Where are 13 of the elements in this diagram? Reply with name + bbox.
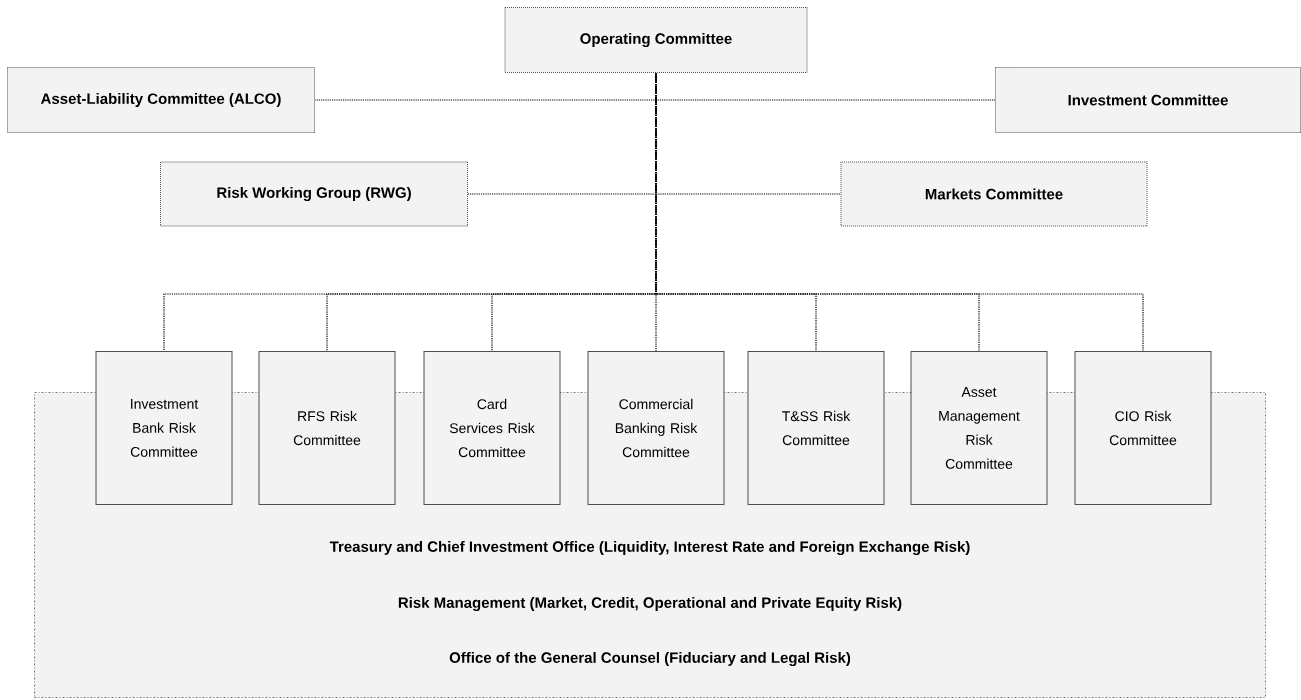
committee-box: Asset-Liability Committee (ALCO) bbox=[7, 67, 315, 133]
risk-committee-box: RFS Risk Committee bbox=[258, 351, 396, 505]
risk-committee-box: Investment Bank Risk Committee bbox=[95, 351, 233, 505]
committee-box: Investment Committee bbox=[995, 67, 1301, 133]
committee-box: Risk Working Group (RWG) bbox=[160, 161, 468, 227]
risk-committee-box: T&SS Risk Committee bbox=[747, 351, 885, 505]
committee-box: Operating Committee bbox=[504, 7, 808, 73]
committee-box: Markets Committee bbox=[840, 161, 1148, 227]
connector-line bbox=[655, 72, 1144, 352]
risk-committee-box: CIO Risk Committee bbox=[1074, 351, 1212, 505]
risk-committee-box: Commercial Banking Risk Committee bbox=[587, 351, 725, 505]
risk-committee-box: Asset Management Risk Committee bbox=[910, 351, 1048, 505]
risk-committee-box: Card Services Risk Committee bbox=[423, 351, 561, 505]
